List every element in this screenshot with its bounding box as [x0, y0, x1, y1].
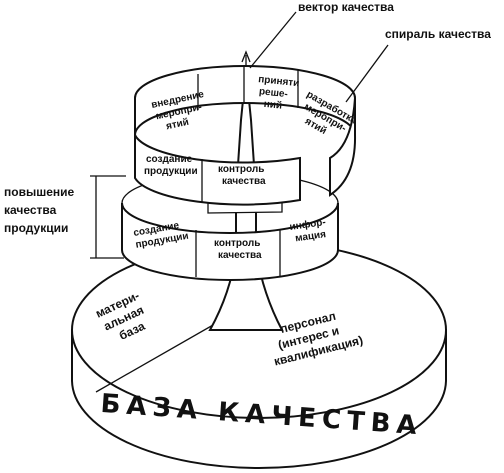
svg-text:инфор-: инфор- — [289, 216, 327, 233]
svg-text:ний: ний — [263, 99, 282, 112]
upper-ring — [134, 65, 357, 206]
lower-cell-control-line-2: качества — [218, 250, 262, 261]
upper-cell-control-line-1: контроль — [218, 164, 264, 175]
improvement-label-line-2: качества — [4, 203, 57, 217]
upper-cell-creation-line-1: создание — [146, 154, 193, 165]
upper-cell-control-line-2: качества — [222, 176, 266, 187]
lower-ring-front-edge — [121, 202, 339, 234]
vector-arrowhead — [241, 50, 251, 63]
annotations — [90, 11, 389, 259]
svg-text:мация: мация — [295, 229, 327, 244]
upper-ring-front-band — [134, 134, 301, 206]
vector-pointer-line — [249, 11, 297, 69]
lower-cell-control-line-1: контроль — [214, 238, 260, 249]
quality-vector-label: вектор качества — [298, 0, 394, 14]
improvement-label-line-3: продукции — [4, 221, 68, 235]
quality-spiral-label: спираль качества — [385, 27, 491, 41]
lower-cell-information: инфор- мация — [289, 216, 327, 244]
spiral-pointer-line — [345, 44, 389, 103]
svg-text:ятий: ятий — [165, 117, 190, 133]
cell-decision: приняти реше- ний — [258, 74, 300, 112]
upper-cell-creation-line-2: продукции — [144, 166, 198, 177]
upper-ring-right-curl — [329, 97, 357, 197]
improvement-label-line-1: повышение — [4, 185, 75, 199]
svg-text:реше-: реше- — [258, 86, 288, 100]
svg-text:приняти: приняти — [258, 74, 300, 89]
